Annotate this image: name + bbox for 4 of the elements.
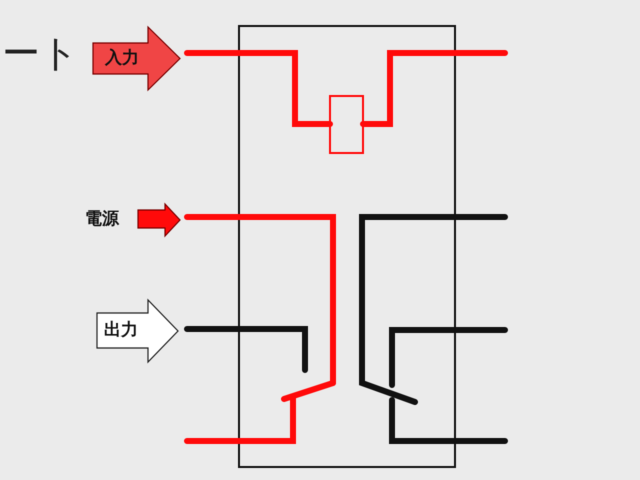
- heading-text: ート: [2, 34, 79, 72]
- arrow-label: 出力: [104, 322, 138, 339]
- arrow-label: 電源: [85, 211, 119, 228]
- arrow-label: 入力: [105, 50, 139, 67]
